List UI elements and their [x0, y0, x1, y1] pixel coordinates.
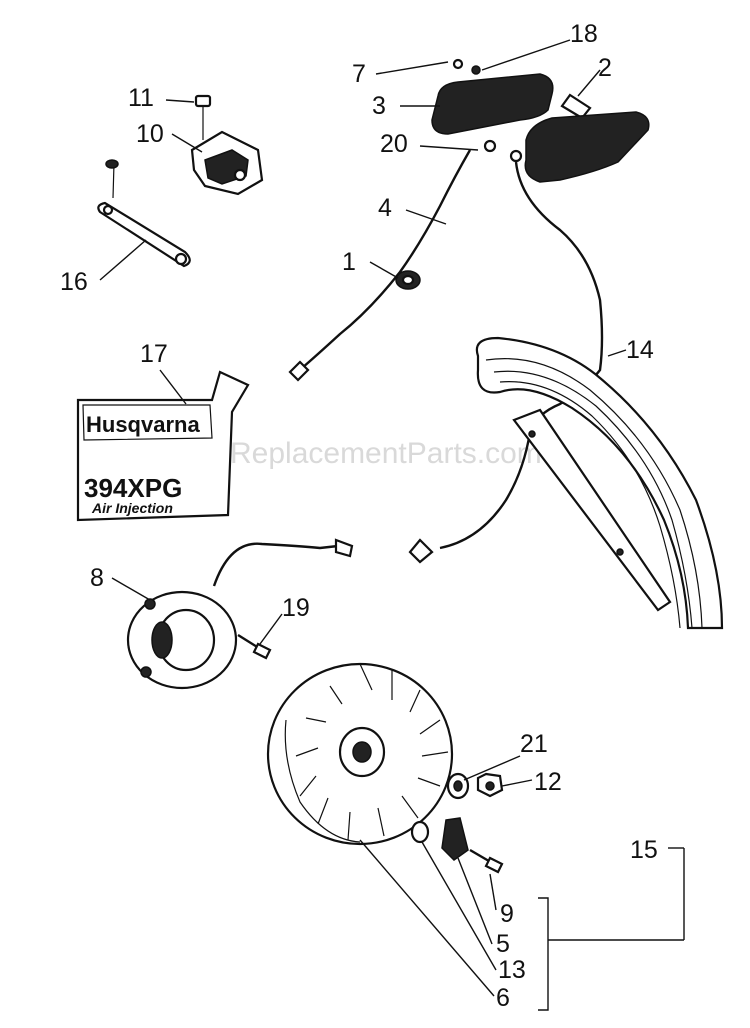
callout-2: 2	[598, 54, 612, 82]
part-17-decal: Husqvarna 394XPG Air Injection	[76, 370, 250, 522]
callout-11: 11	[128, 84, 154, 112]
callout-1: 1	[342, 248, 356, 276]
callout-19: 19	[282, 594, 310, 622]
callout-9: 9	[500, 900, 514, 928]
callout-20: 20	[380, 130, 408, 158]
callout-14: 14	[626, 336, 654, 364]
callout-12: 12	[534, 768, 562, 796]
part-10-module	[190, 94, 264, 196]
part-8-ignition-coil	[126, 538, 354, 690]
part-4-wire	[288, 149, 472, 382]
callout-3: 3	[372, 92, 386, 120]
decal-subtitle: Air Injection	[91, 500, 173, 516]
callout-6: 6	[496, 984, 510, 1012]
callout-17: 17	[140, 340, 168, 368]
watermark: ReplacementParts.com	[230, 437, 542, 470]
decal-brand: Husqvarna	[86, 412, 200, 437]
part-14-handle	[408, 161, 724, 630]
callout-10: 10	[136, 120, 164, 148]
callout-labels: 7 18 2 3 20 4 1 11 10 16 17 14 8 19 21 1…	[60, 20, 658, 1012]
part-16-bracket	[97, 159, 191, 268]
callout-4: 4	[378, 194, 392, 222]
leader-lines	[99, 39, 685, 1011]
part-6-flywheel	[266, 662, 454, 846]
callout-7: 7	[352, 60, 366, 88]
callout-8: 8	[90, 564, 104, 592]
hardware-small-parts	[410, 772, 504, 874]
part-3-switch-grip	[431, 58, 650, 183]
callout-5: 5	[496, 930, 510, 958]
callout-16: 16	[60, 268, 88, 296]
callout-18: 18	[570, 20, 598, 48]
callout-13: 13	[498, 956, 526, 984]
callout-15: 15	[630, 836, 658, 864]
callout-21: 21	[520, 730, 548, 758]
decal-model: 394XPG	[84, 473, 182, 503]
